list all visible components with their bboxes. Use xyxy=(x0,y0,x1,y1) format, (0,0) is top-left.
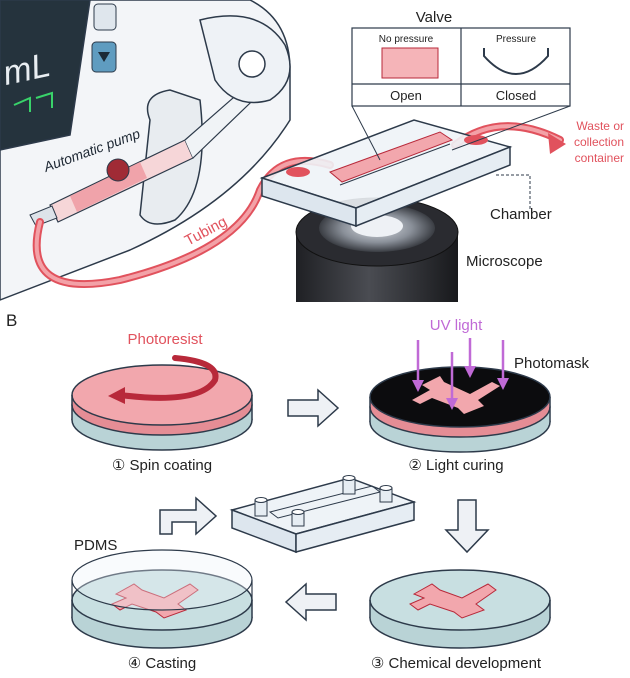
pump-up-button[interactable] xyxy=(93,3,117,31)
step-1-label: ① Spin coating xyxy=(112,457,212,474)
valve-open-label: Open xyxy=(390,88,422,103)
automatic-pump: mL Automatic pump xyxy=(0,0,291,301)
pdms-label: PDMS xyxy=(74,537,117,554)
mold-pattern-icon xyxy=(409,583,497,619)
waste-label: Waste or collection container xyxy=(574,119,624,165)
arrow-left-icon xyxy=(284,582,337,622)
step-3-label: ③ Chemical development xyxy=(371,655,542,672)
waste-line-2: collection xyxy=(574,135,624,149)
mask-pattern-icon xyxy=(412,376,500,414)
closed-channel-icon xyxy=(483,48,549,75)
casting-dish xyxy=(71,549,253,649)
spin-coating-wafer xyxy=(71,355,253,451)
photomask-label: Photomask xyxy=(514,355,590,372)
uv-rays xyxy=(412,338,509,410)
valve-closed-caption: Pressure xyxy=(496,34,536,45)
valve-title: Valve xyxy=(416,9,452,26)
chamber xyxy=(259,119,513,228)
chamber-label: Chamber xyxy=(490,206,552,223)
pump-knob-icon xyxy=(238,50,266,78)
light-curing-wafer xyxy=(369,366,551,453)
waste-arrow-icon xyxy=(548,133,566,154)
developed-wafer xyxy=(369,569,551,649)
panel-b-label: B xyxy=(6,311,17,330)
valve-closed-label: Closed xyxy=(496,88,536,103)
syringe-plunger-icon xyxy=(106,158,130,182)
photoresist-label: Photoresist xyxy=(127,331,203,348)
spin-arrow-icon xyxy=(117,355,219,401)
arrow-down-icon xyxy=(444,499,490,554)
step-4-label: ④ Casting xyxy=(128,655,196,672)
microscope-label: Microscope xyxy=(466,253,543,270)
arrow-bent-icon xyxy=(159,496,218,536)
step-2-label: ② Light curing xyxy=(408,457,503,474)
waste-line-1: Waste or xyxy=(576,119,624,133)
valve-open-caption: No pressure xyxy=(379,34,434,45)
arrow-right-icon xyxy=(287,388,340,428)
uv-light-label: UV light xyxy=(430,317,483,334)
open-channel-icon xyxy=(381,47,439,79)
down-arrow-icon xyxy=(98,52,110,62)
valve-inset: Valve No pressure Pressure Open Closed xyxy=(351,9,571,161)
waste-line-3: container xyxy=(575,151,624,165)
microfluidic-chip xyxy=(229,475,417,554)
